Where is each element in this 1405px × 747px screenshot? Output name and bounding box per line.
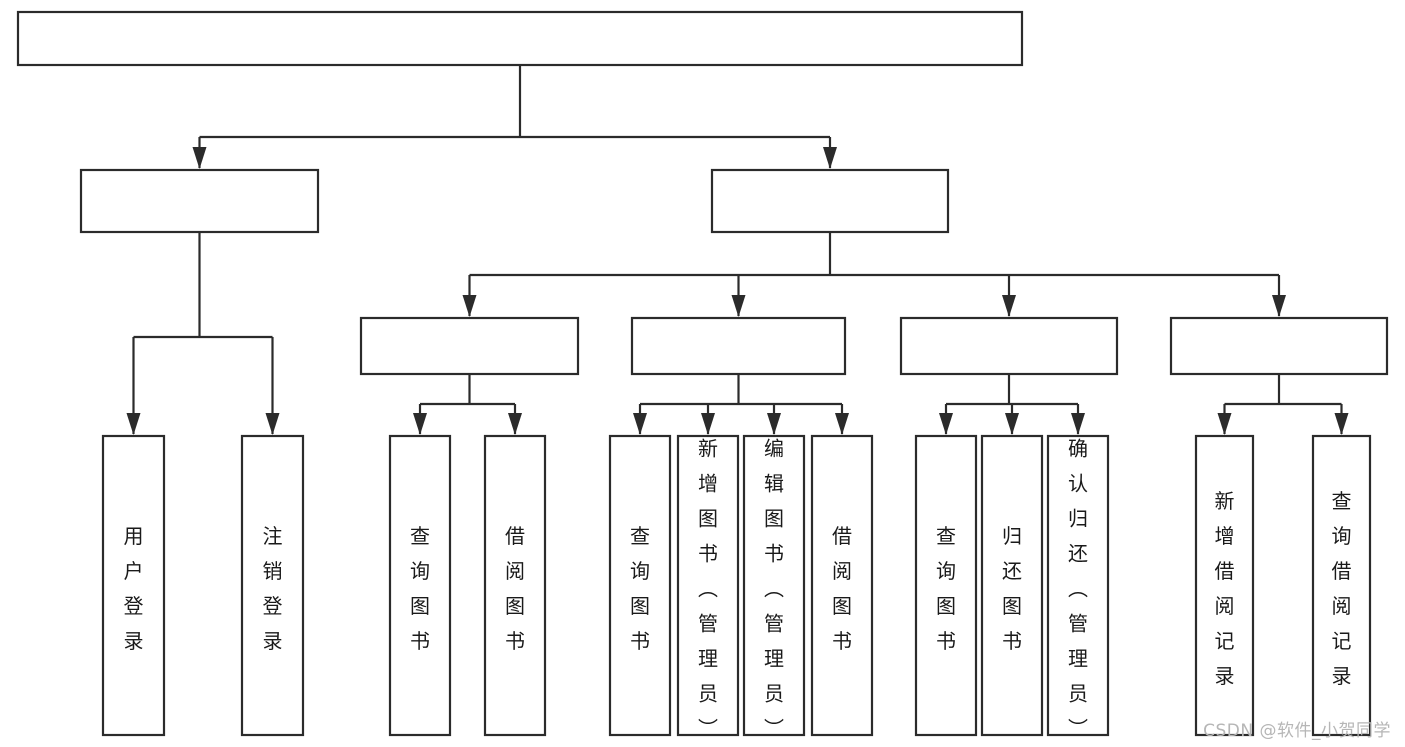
borrow-record-arrow-icon	[1217, 413, 1232, 435]
book-borrow-arrow-icon	[767, 413, 781, 435]
new-book-rec-arrow-icon	[508, 413, 522, 435]
node-book-manage[interactable]	[710, 168, 950, 234]
node-leaf-query-book-1-label: 查询图书	[410, 524, 430, 653]
current-borrow-arrow-icon	[1071, 413, 1085, 435]
borrow-record-arrow-icon	[1334, 413, 1349, 435]
node-leaf-confirm-return-rect[interactable]	[1046, 434, 1110, 737]
book-manage-arrow-icon	[1272, 295, 1286, 317]
node-leaf-user-login-label: 用户登录	[124, 524, 144, 653]
node-leaf-borrow-book-2[interactable]: 借阅图书	[810, 434, 874, 737]
node-current-borrow-rect[interactable]	[899, 316, 1119, 376]
node-new-book-rec[interactable]	[359, 316, 580, 376]
node-leaf-borrow-book-2-label: 借阅图书	[832, 524, 852, 653]
node-leaf-borrow-book-1-rect[interactable]	[483, 434, 547, 737]
node-leaf-query-book-2[interactable]: 查询图书	[608, 434, 672, 737]
node-leaf-edit-book-rect[interactable]	[742, 434, 806, 737]
node-leaf-borrow-book-2-rect[interactable]	[810, 434, 874, 737]
node-leaf-confirm-return-label: 确认归还︵管理员︶	[1068, 436, 1088, 740]
node-book-borrow[interactable]	[630, 316, 847, 376]
node-leaf-confirm-return[interactable]: 确认归还︵管理员︶	[1046, 434, 1110, 740]
book-manage-arrow-icon	[731, 295, 746, 317]
user-login-arrow-icon	[126, 413, 141, 435]
node-leaf-edit-book-label: 编辑图书︵管理员︶	[764, 436, 784, 740]
node-book-borrow-rect[interactable]	[630, 316, 847, 376]
csdn-watermark: CSDN @软件_小贺同学	[1203, 721, 1391, 741]
book-borrow-arrow-icon	[835, 413, 849, 435]
connector-lines-group	[126, 65, 1349, 435]
node-leaf-query-record[interactable]: 查询借阅记录	[1311, 434, 1372, 737]
book-manage-arrow-icon	[462, 295, 477, 317]
node-leaf-borrow-book-1-label: 借阅图书	[505, 524, 525, 653]
node-leaf-borrow-book-1[interactable]: 借阅图书	[483, 434, 547, 737]
node-leaf-logout-login-label: 注销登录	[263, 524, 283, 653]
node-new-book-rec-rect[interactable]	[359, 316, 580, 376]
current-borrow-arrow-icon	[1005, 413, 1019, 435]
node-root-system-rect[interactable]	[16, 10, 1024, 67]
node-leaf-add-book-rect[interactable]	[676, 434, 740, 737]
node-leaf-add-book[interactable]: 新增图书︵管理员︶	[676, 434, 740, 740]
node-leaf-query-record-label: 查询借阅记录	[1332, 489, 1352, 688]
node-leaf-logout-login-rect[interactable]	[240, 434, 305, 737]
root-arrow-icon	[192, 147, 207, 169]
node-root-system[interactable]	[16, 10, 1024, 67]
book-manage-arrow-icon	[1002, 295, 1016, 317]
node-leaf-add-book-label: 新增图书︵管理员︶	[698, 436, 718, 740]
node-leaf-user-login[interactable]: 用户登录	[101, 434, 166, 737]
node-leaf-query-book-3[interactable]: 查询图书	[914, 434, 978, 737]
node-book-manage-rect[interactable]	[710, 168, 950, 234]
book-borrow-arrow-icon	[633, 413, 647, 435]
node-user-login[interactable]	[79, 168, 320, 234]
node-boxes-group: 用户登录 注销登录 查询图书 借阅图书 查询图书 新增图书︵管理员︶ 编辑图书︵管理员︶ 借阅…	[16, 10, 1389, 740]
node-leaf-logout-login[interactable]: 注销登录	[240, 434, 305, 737]
node-borrow-record[interactable]	[1169, 316, 1389, 376]
node-leaf-add-record[interactable]: 新增借阅记录	[1194, 434, 1255, 737]
node-leaf-add-record-rect[interactable]	[1194, 434, 1255, 737]
node-leaf-edit-book[interactable]: 编辑图书︵管理员︶	[742, 434, 806, 740]
node-leaf-add-record-label: 新增借阅记录	[1215, 489, 1235, 688]
node-leaf-user-login-rect[interactable]	[101, 434, 166, 737]
new-book-rec-arrow-icon	[413, 413, 427, 435]
node-leaf-query-book-1-rect[interactable]	[388, 434, 452, 737]
root-arrow-icon	[823, 147, 837, 169]
book-borrow-arrow-icon	[701, 413, 715, 435]
node-leaf-return-book[interactable]: 归还图书	[980, 434, 1044, 737]
node-current-borrow[interactable]	[899, 316, 1119, 376]
node-leaf-query-book-2-label: 查询图书	[630, 524, 650, 653]
node-leaf-query-record-rect[interactable]	[1311, 434, 1372, 737]
user-login-arrow-icon	[265, 413, 280, 435]
node-leaf-return-book-rect[interactable]	[980, 434, 1044, 737]
node-leaf-query-book-1[interactable]: 查询图书	[388, 434, 452, 737]
node-leaf-query-book-2-rect[interactable]	[608, 434, 672, 737]
node-leaf-query-book-3-label: 查询图书	[936, 524, 956, 653]
node-borrow-record-rect[interactable]	[1169, 316, 1389, 376]
current-borrow-arrow-icon	[939, 413, 953, 435]
node-leaf-return-book-label: 归还图书	[1002, 524, 1022, 653]
node-leaf-query-book-3-rect[interactable]	[914, 434, 978, 737]
node-user-login-rect[interactable]	[79, 168, 320, 234]
